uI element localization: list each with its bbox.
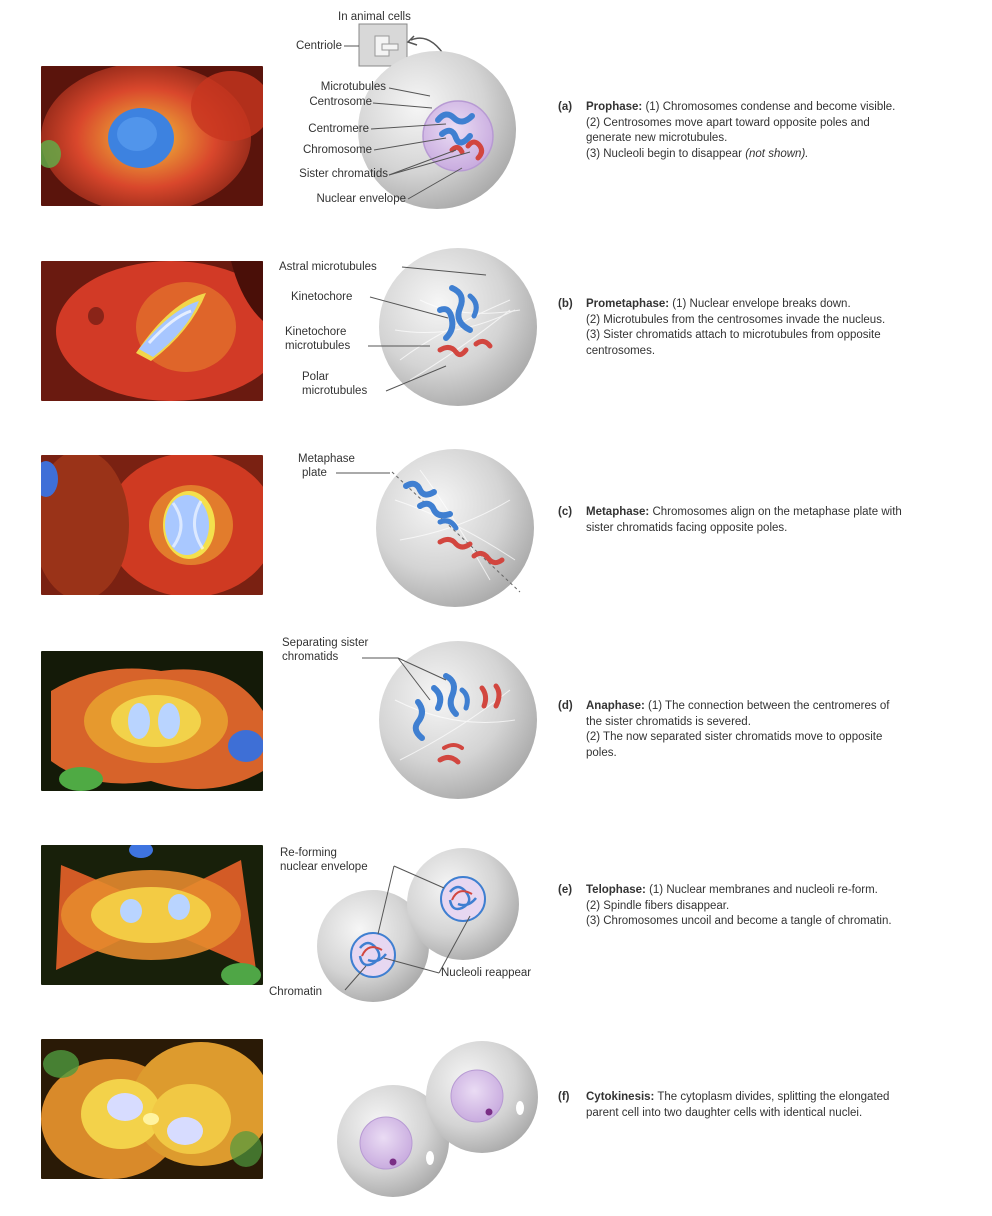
text-prophase-2: (2) Centrosomes move apart toward opposi… <box>586 116 870 145</box>
label-metaphase: Metaphase <box>298 453 355 465</box>
text-prometaphase-1: (1) Nuclear envelope breaks down. <box>672 298 851 310</box>
text-prophase-1: (1) Chromosomes condense and become visi… <box>645 101 896 113</box>
text-telophase-3: (3) Chromosomes uncoil and become a tang… <box>586 915 892 927</box>
label-metaphase-plate: plate <box>302 467 327 479</box>
text-prometaphase-3: (3) Sister chromatids attach to microtub… <box>586 329 881 357</box>
title-telophase: Telophase: <box>586 884 646 896</box>
title-prometaphase: Prometaphase: <box>586 298 670 310</box>
label-separating-chromatids: chromatids <box>282 651 339 663</box>
tag-d: (d) <box>558 700 573 712</box>
cell-cytokinesis <box>337 1041 538 1197</box>
text-prometaphase-2: (2) Microtubules from the centrosomes in… <box>586 313 886 326</box>
desc-prometaphase: (b) Prometaphase: (1) Nuclear envelope b… <box>558 297 903 359</box>
desc-anaphase: (d) Anaphase: (1) The connection between… <box>558 699 903 761</box>
label-centrosome: Centrosome <box>309 96 372 108</box>
label-nucleoli-reappear: Nucleoli reappear <box>441 967 532 979</box>
label-centromere: Centromere <box>308 123 369 135</box>
text-anaphase-2: (2) The now separated sister chromatids … <box>586 731 883 759</box>
title-anaphase: Anaphase: <box>586 700 645 712</box>
cell-metaphase <box>336 449 534 607</box>
micrograph-cytokinesis <box>41 1039 263 1179</box>
micrograph-prophase <box>41 66 263 206</box>
label-nuclear-envelope-reform: nuclear envelope <box>280 861 368 873</box>
text-prophase-3: (3) Nucleoli begin to disappear <box>586 147 742 160</box>
micrograph-anaphase <box>41 651 263 791</box>
title-prophase: Prophase: <box>586 101 643 113</box>
label-chromosome: Chromosome <box>302 144 372 156</box>
tag-e: (e) <box>558 884 573 896</box>
text-telophase-2: (2) Spindle fibers disappear. <box>586 899 730 912</box>
text-telophase-1: (1) Nuclear membranes and nucleoli re-fo… <box>649 884 878 896</box>
title-metaphase: Metaphase: <box>586 506 650 518</box>
micrograph-metaphase <box>41 455 263 595</box>
desc-metaphase: (c) Metaphase: Chromosomes align on the … <box>558 505 903 536</box>
label-kinetochore-microtubules: microtubules <box>285 340 351 352</box>
label-kinetochore-2: Kinetochore <box>285 326 347 338</box>
desc-telophase: (e) Telophase: (1) Nuclear membranes and… <box>558 883 903 930</box>
label-centriole: Centriole <box>295 40 342 52</box>
micrograph-prometaphase <box>41 261 263 401</box>
label-astral-microtubules: Astral microtubules <box>279 261 377 273</box>
text-metaphase-1: Chromosomes align on the metaphase plate… <box>586 506 902 534</box>
tag-f: (f) <box>558 1091 570 1103</box>
tag-a: (a) <box>558 101 573 113</box>
cell-prometaphase <box>368 248 537 406</box>
desc-prophase: (a) Prophase: (1) Chromosomes condense a… <box>558 100 903 162</box>
text-cytokinesis-1: The cytoplasm divides, splitting the elo… <box>586 1091 890 1119</box>
label-microtubules: Microtubules <box>320 81 386 93</box>
label-sister-chromatids: Sister chromatids <box>299 168 388 180</box>
label-separating-sister: Separating sister <box>282 637 369 649</box>
label-in-animal-cells: In animal cells <box>338 11 411 23</box>
label-chromatin: Chromatin <box>269 986 323 998</box>
text-prophase-note: (not shown). <box>745 147 809 160</box>
desc-cytokinesis: (f) Cytokinesis: The cytoplasm divides, … <box>558 1090 903 1121</box>
label-kinetochore: Kinetochore <box>291 291 353 303</box>
cell-telophase <box>317 848 519 1002</box>
cell-anaphase <box>362 641 537 799</box>
label-polar-microtubules: microtubules <box>302 385 368 397</box>
label-re-forming: Re-forming <box>280 847 337 859</box>
micrograph-telophase <box>41 845 263 985</box>
label-polar: Polar <box>302 371 329 383</box>
title-cytokinesis: Cytokinesis: <box>586 1091 655 1103</box>
cell-prophase <box>358 51 516 209</box>
tag-b: (b) <box>558 298 573 310</box>
tag-c: (c) <box>558 506 573 518</box>
text-anaphase-1: (1) The connection between the centromer… <box>586 700 890 728</box>
label-nuclear-envelope: Nuclear envelope <box>316 193 406 205</box>
